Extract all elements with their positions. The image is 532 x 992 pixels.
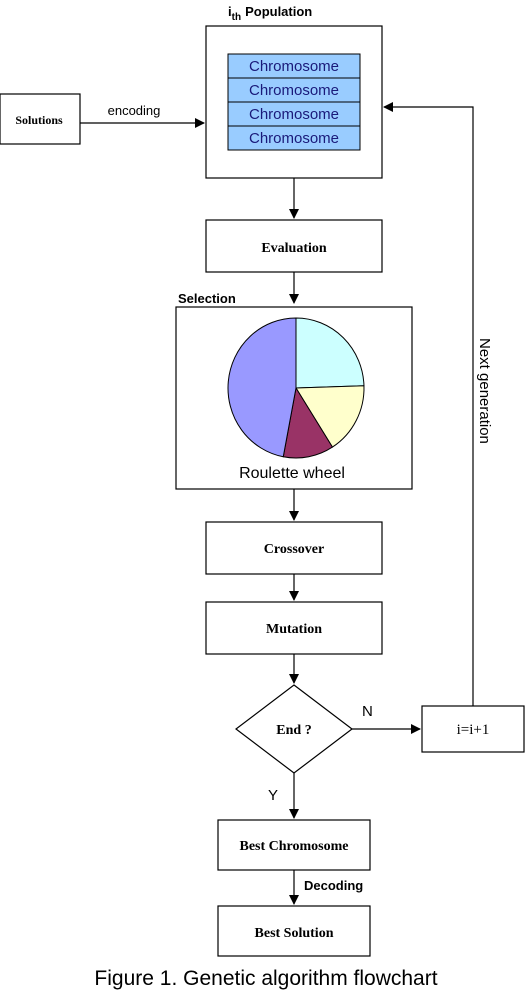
decoding-label: Decoding (304, 878, 363, 893)
crossover-label: Crossover (264, 542, 324, 557)
chromosome-row (227, 101, 361, 127)
chromosome-label: Chromosome (249, 106, 339, 123)
pie-slice-2 (295, 385, 365, 448)
end-decision-label: End ? (276, 723, 311, 738)
increment-label: i=i+1 (457, 722, 490, 738)
best-chromosome-label: Best Chromosome (239, 839, 348, 854)
increment-box (421, 705, 525, 753)
chromosome-list: Chromosome Chromosome Chromosome Chromos… (227, 53, 361, 151)
no-branch-label: N (362, 703, 373, 720)
crossover-box (205, 521, 383, 575)
figure-caption: Figure 1. Genetic algorithm flowchart (94, 967, 437, 990)
evaluation-label: Evaluation (261, 241, 327, 256)
roulette-wheel-label: Roulette wheel (239, 465, 345, 482)
yes-branch-label: Y (268, 787, 278, 804)
best-chromosome-box (217, 819, 371, 871)
pie-slice-4 (227, 317, 297, 458)
encoding-label: encoding (108, 103, 161, 118)
next-generation-loop-arrow (383, 102, 474, 706)
next-generation-label: Next generation (476, 338, 493, 444)
chromosome-label: Chromosome (249, 58, 339, 75)
chromosome-label: Chromosome (249, 82, 339, 99)
mutation-box (205, 601, 383, 655)
solutions-label: Solutions (15, 113, 63, 127)
selection-label: Selection (178, 291, 236, 306)
pie-slice-1 (295, 317, 365, 389)
evaluation-box (205, 219, 383, 273)
chromosome-label: Chromosome (249, 130, 339, 147)
roulette-wheel-pie (227, 317, 365, 459)
solutions-box (0, 93, 81, 145)
chromosome-row (227, 53, 361, 79)
best-solution-label: Best Solution (255, 926, 334, 941)
mutation-label: Mutation (266, 622, 322, 637)
best-solution-box (217, 905, 371, 957)
chromosome-row (227, 125, 361, 151)
